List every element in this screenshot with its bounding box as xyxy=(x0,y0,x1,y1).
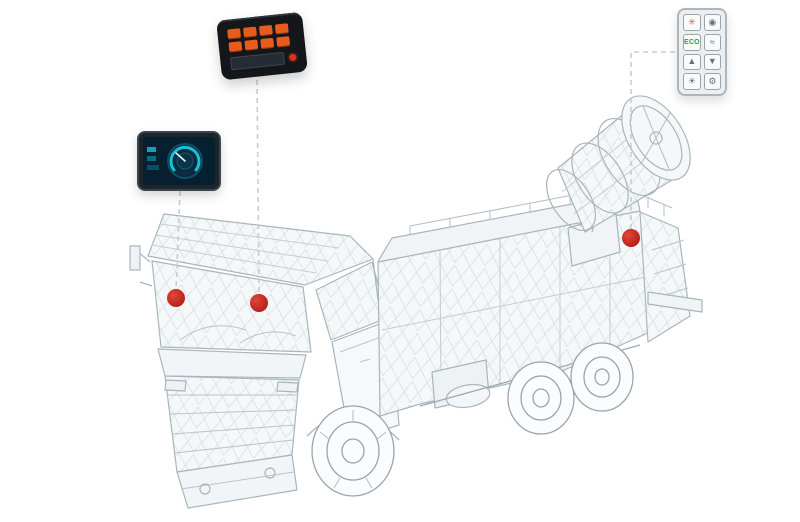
control-unit-keypad xyxy=(227,23,295,53)
fog-cannon xyxy=(545,95,691,267)
hotspot-marker-cab-left xyxy=(167,289,185,307)
hotspot-marker-cab-right xyxy=(250,294,268,312)
keypad-button-light: ☀ xyxy=(683,73,701,90)
keypad-button-up: ▲ xyxy=(683,53,701,71)
keypad-button-settings: ⚙ xyxy=(703,73,721,90)
keypad-button-fan: ✳ xyxy=(683,14,701,31)
fan-icon: ✳ xyxy=(688,16,696,27)
down-icon: ▼ xyxy=(707,56,717,67)
keypad-button-spray: ≈ xyxy=(703,33,721,51)
control-keypad-device: ✳ ◉ ECO ≈ ▲ ▼ ☀ ⚙ xyxy=(677,8,727,96)
key-icon xyxy=(227,28,242,40)
key-icon xyxy=(228,41,243,53)
control-unit-panel xyxy=(230,51,297,71)
hmi-display-screen xyxy=(143,137,215,185)
key-icon xyxy=(258,24,273,37)
hmi-display-device xyxy=(137,131,221,191)
up-icon: ▲ xyxy=(687,56,697,67)
truck-wheels xyxy=(306,342,634,497)
power-led-icon xyxy=(289,53,297,62)
key-icon xyxy=(244,39,259,51)
keypad-button-power: ◉ xyxy=(703,14,721,31)
key-icon xyxy=(243,26,257,38)
light-icon: ☀ xyxy=(687,76,696,87)
key-icon xyxy=(274,23,289,35)
spray-icon: ≈ xyxy=(709,36,715,47)
keypad-button-eco: ECO xyxy=(683,33,701,51)
status-screen xyxy=(230,51,286,71)
connector-lines xyxy=(175,51,675,296)
control-unit-device xyxy=(216,11,308,81)
hotspot-marker-rear xyxy=(622,229,640,247)
power-icon: ◉ xyxy=(708,16,717,27)
rear-platform xyxy=(639,195,703,343)
gauge-icon xyxy=(147,143,203,179)
key-icon xyxy=(276,36,291,48)
eco-label: ECO xyxy=(684,38,700,46)
keypad-button-down: ▼ xyxy=(703,53,721,71)
settings-icon: ⚙ xyxy=(708,76,717,87)
key-icon xyxy=(260,37,275,50)
hotspot-markers xyxy=(167,229,640,312)
